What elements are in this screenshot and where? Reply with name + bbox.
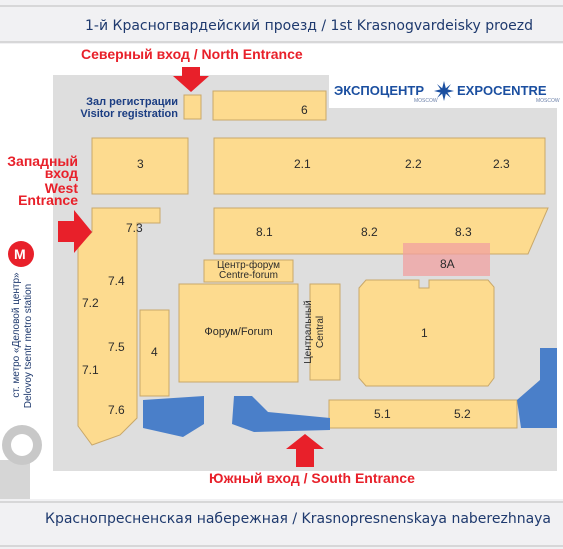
hall-3[interactable] [91, 137, 189, 195]
hall-1-label: 1 [421, 326, 428, 340]
centre-forum-ru-label: Центр-форум [217, 260, 280, 271]
west-entrance-en-1: West [44, 180, 78, 196]
west-entrance-arrow [58, 210, 92, 253]
hall-6[interactable] [212, 90, 327, 121]
hall-7-3-label: 7.3 [126, 221, 143, 235]
west-entrance-ru-1: Западный [7, 153, 78, 169]
hall-4[interactable] [139, 309, 170, 397]
hall-registration[interactable] [183, 94, 202, 120]
logo-text-en: EXPOCENTRE [457, 83, 547, 98]
hall-3-label: 3 [137, 157, 144, 171]
blue-zone-west [143, 396, 204, 437]
hall-1[interactable] [358, 279, 495, 387]
blue-zone-middle [232, 396, 330, 432]
south-road [0, 499, 563, 549]
metro-station-en: Delovoy tsentr metro station [23, 283, 34, 409]
hall-2-3-label: 2.3 [493, 157, 510, 171]
logo-text-ru: ЭКСПОЦЕНТР [334, 83, 425, 98]
west-entrance-en-2: Entrance [18, 192, 78, 208]
north-road [0, 0, 563, 44]
centre-forum-en-label: Centre-forum [219, 270, 278, 281]
hall-central[interactable] [309, 283, 341, 381]
central-en-label: Central [315, 315, 326, 349]
north-street-name: 1-й Красногвардейский проезд / 1st Krasn… [85, 18, 533, 34]
metro-station-ru: ст. метро «Деловой центр» [11, 272, 22, 398]
registration-en: Visitor registration [80, 108, 178, 120]
hall-7-4-label: 7.4 [108, 274, 125, 288]
metro-symbol: М [14, 246, 26, 262]
south-entrance-label: Южный вход / South Entrance [209, 470, 415, 486]
hall-5-2-label: 5.2 [454, 407, 471, 421]
south-street-name: Краснопресненская набережная / Krasnopre… [45, 511, 552, 527]
hall-7-1-label: 7.1 [82, 363, 99, 377]
hall-8-1-label: 8.1 [256, 225, 273, 239]
registration-ru: Зал регистрации [86, 96, 178, 108]
hall-2[interactable] [213, 137, 546, 195]
hall-5-1-label: 5.1 [374, 407, 391, 421]
metro-icon [8, 241, 34, 267]
hall-7-5-label: 7.5 [108, 340, 125, 354]
hall-8-2-label: 8.2 [361, 225, 378, 239]
hall-forum[interactable] [178, 283, 299, 383]
logo-sub-ru: MOSCOW [414, 98, 438, 104]
hall-7-6-label: 7.6 [108, 403, 125, 417]
hall-7-2-label: 7.2 [82, 296, 99, 310]
hall-2-2-label: 2.2 [405, 157, 422, 171]
north-entrance-label: Северный вход / North Entrance [81, 46, 303, 62]
central-ru-label: Центральный [303, 300, 314, 364]
hall-8-3-label: 8.3 [455, 225, 472, 239]
north-entrance-arrow [173, 67, 209, 92]
metro-path [0, 460, 30, 499]
metro-roundabout-center [11, 434, 33, 456]
hall-6-label: 6 [301, 103, 308, 117]
hall-centre-forum[interactable] [203, 259, 294, 283]
hall-2-1-label: 2.1 [294, 157, 311, 171]
blue-zone-east [517, 348, 557, 428]
logo-sub-en: MOSCOW [536, 98, 560, 104]
hall-8a-highlight[interactable] [403, 243, 490, 276]
south-entrance-arrow [286, 434, 324, 467]
logo-star-icon [434, 81, 454, 101]
hall-5[interactable] [328, 399, 518, 429]
hall-8a-label: 8A [440, 257, 455, 271]
hall-4-label: 4 [151, 345, 158, 359]
hall-8[interactable] [213, 207, 549, 255]
west-entrance-ru-2: вход [44, 165, 78, 181]
forum-label: Форум/Forum [204, 326, 273, 338]
